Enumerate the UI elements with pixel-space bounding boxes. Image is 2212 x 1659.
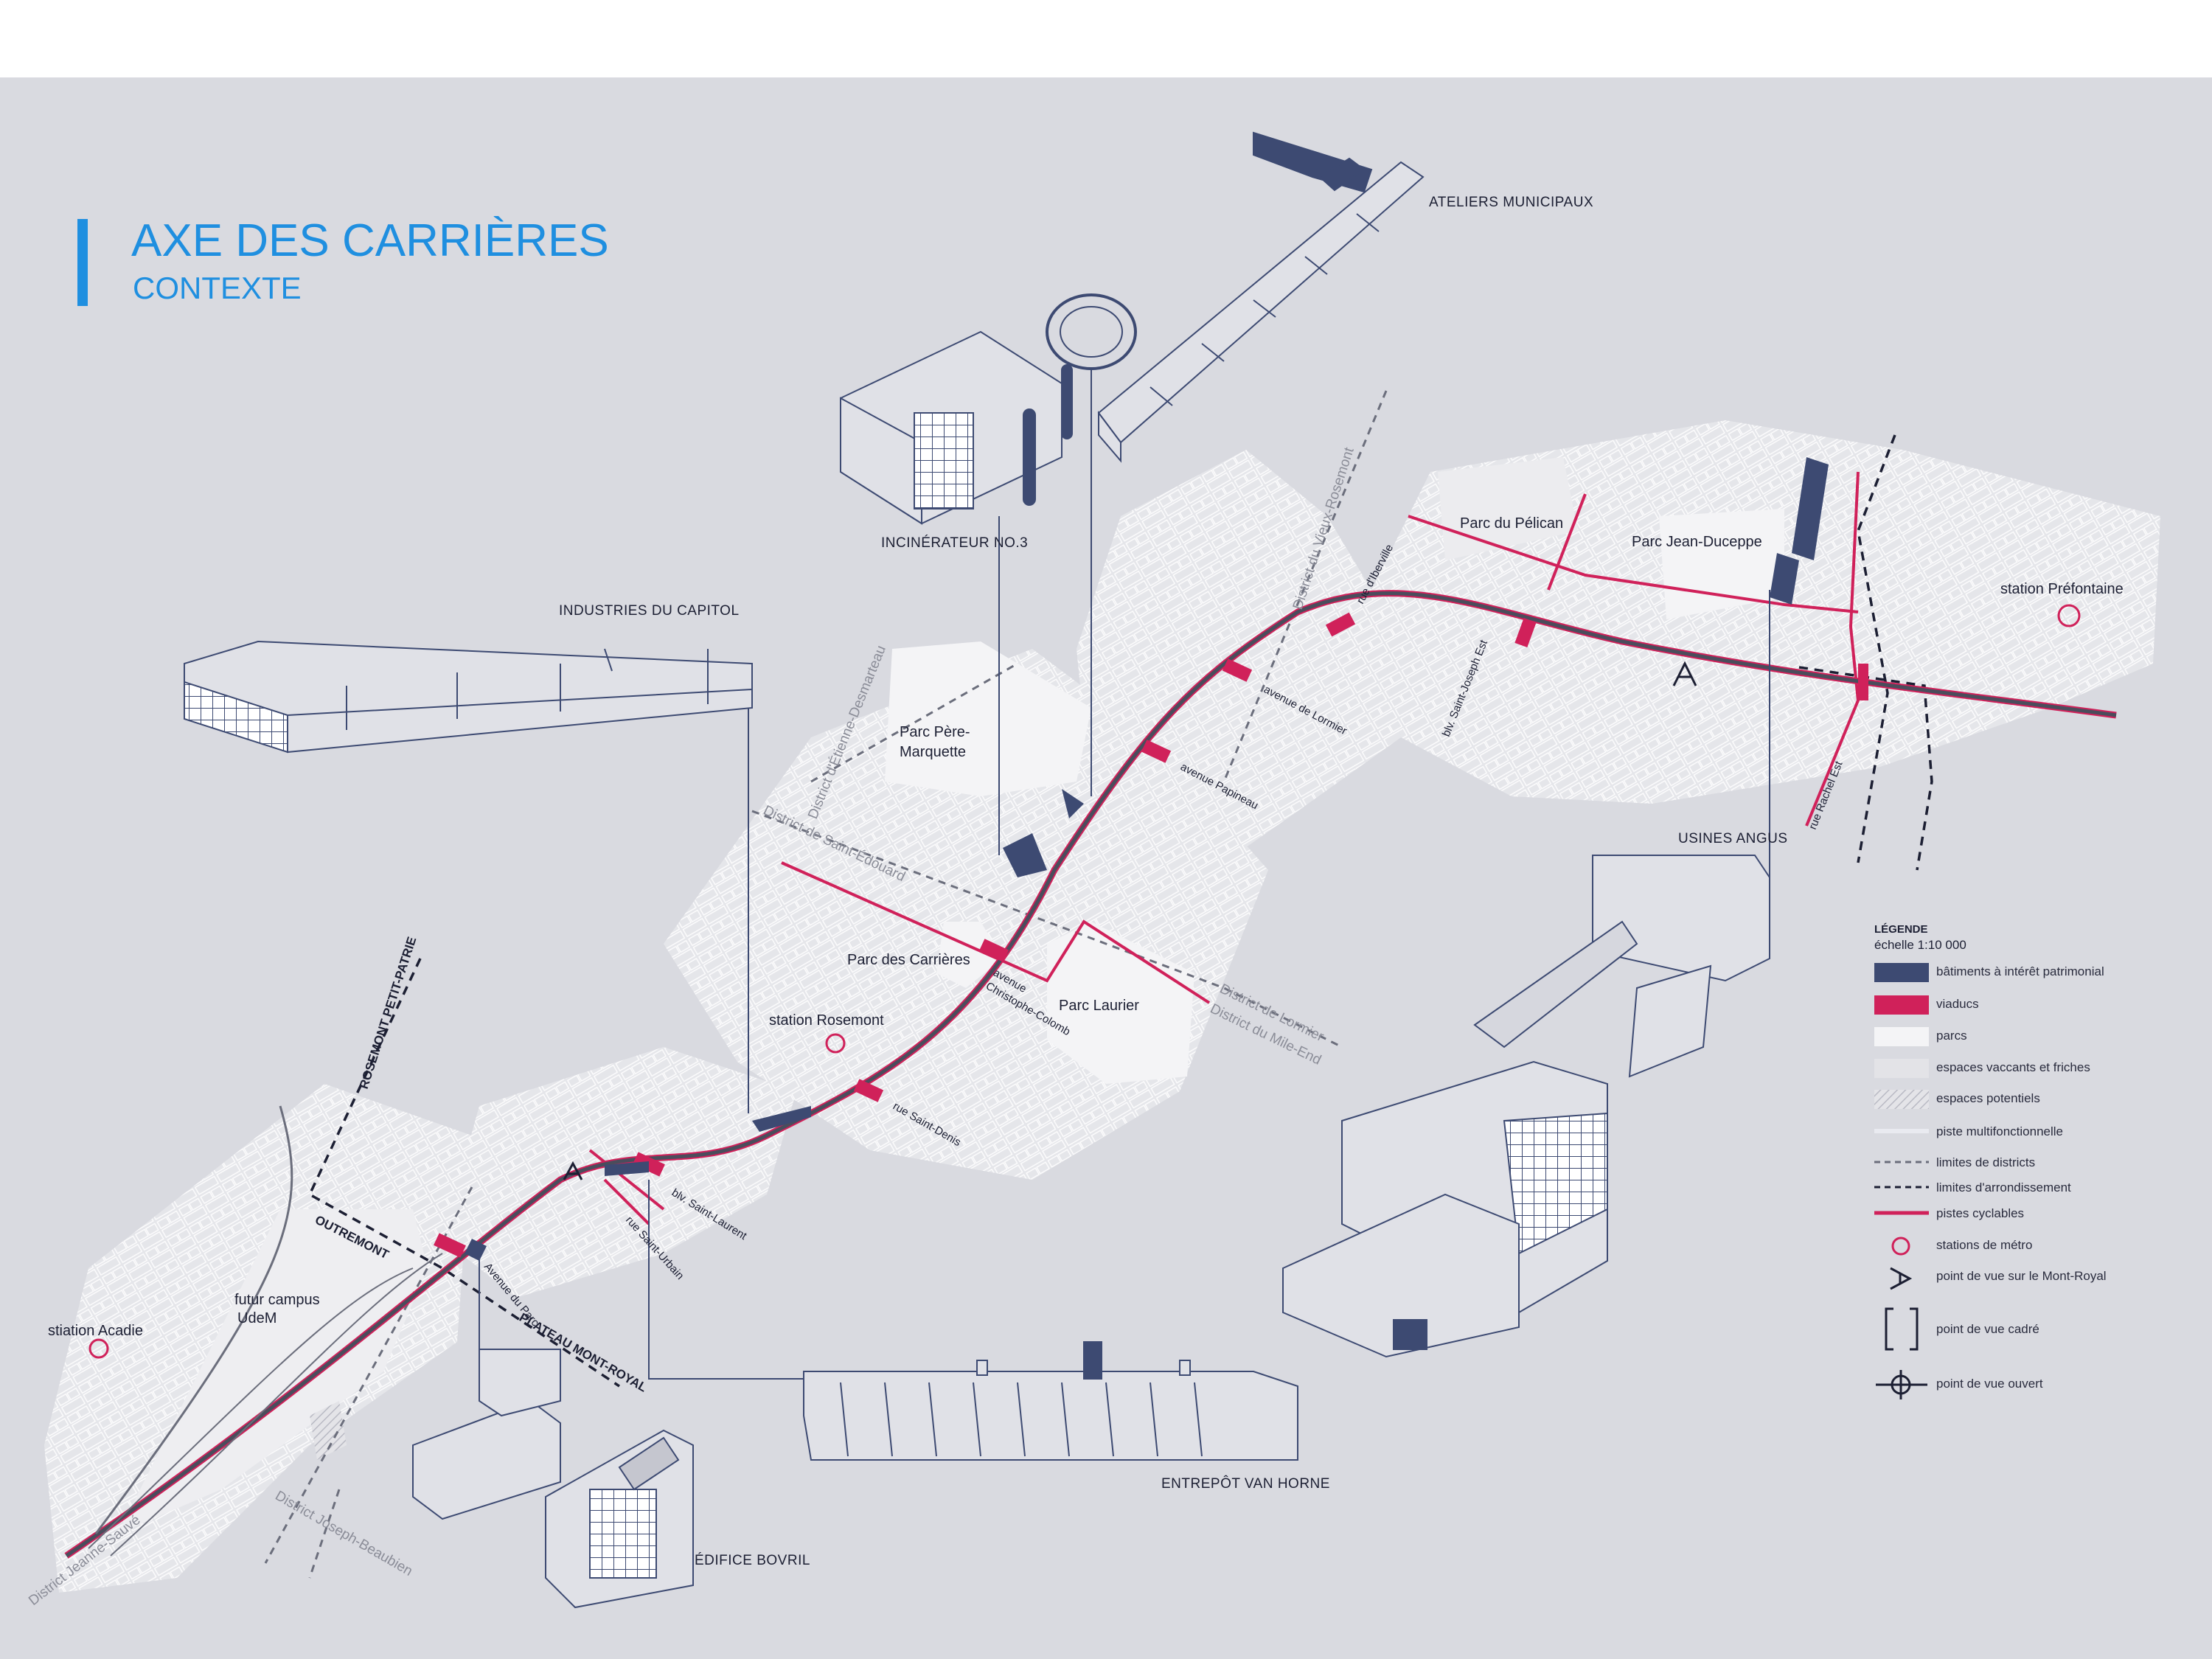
- label-incinerateur: INCINÉRATEUR NO.3: [881, 535, 1028, 551]
- legend-metro-icon: [1891, 1237, 1910, 1256]
- label-borough-rpp: ROSEMONT PETIT-PATRIE: [357, 935, 420, 1091]
- label-parc-carrieres: Parc des Carrières: [847, 952, 970, 968]
- heritage-footprints: [465, 457, 1829, 1261]
- legend-label-metro: stations de métro: [1936, 1238, 2032, 1252]
- legend-swatch-viaducs: [1874, 995, 1929, 1015]
- legend-mont-royal-view-icon: [1890, 1267, 1913, 1290]
- viaduc-iberville: [1325, 612, 1356, 637]
- legend-bracket-view-icon: [1885, 1307, 1919, 1351]
- legend-label-piste: piste multifonctionnelle: [1936, 1124, 2063, 1138]
- legend-title: LÉGENDE: [1874, 923, 1928, 936]
- legend-label-potentiels: espaces potentiels: [1936, 1091, 2040, 1105]
- building-drawings: [184, 131, 1770, 1609]
- label-parc-laurier: Parc Laurier: [1059, 998, 1139, 1014]
- legend-label-heritage: bâtiments à intérêt patrimonial: [1936, 964, 2104, 978]
- leader-lines: [479, 369, 1770, 1386]
- viaducts: [434, 612, 1868, 1258]
- label-campus-2: UdeM: [237, 1310, 276, 1326]
- mont-royal-view-icon: [1672, 661, 1697, 686]
- view-markers: [563, 661, 1697, 1180]
- title-main: AXE DES CARRIÈRES: [131, 215, 609, 266]
- label-station-rosemont: station Rosemont: [769, 1012, 884, 1029]
- metro-stations: [88, 604, 2081, 1359]
- van-horne-drawing: [803, 1341, 1298, 1461]
- metro-acadie-icon: [88, 1338, 109, 1359]
- legend-swatch-potentiels: [1874, 1090, 1929, 1109]
- viaduc-colomb: [978, 939, 1009, 962]
- viaduc-rachel: [1858, 664, 1868, 700]
- bovril-drawing: [412, 1349, 694, 1609]
- label-parc-pere-marquette-2: Marquette: [900, 744, 966, 760]
- label-parc-pere-marquette-1: Parc Père-: [900, 724, 970, 740]
- label-angus: USINES ANGUS: [1678, 831, 1788, 846]
- label-capitol: INDUSTRIES DU CAPITOL: [559, 603, 740, 619]
- legend-label-ouvert: point de vue ouvert: [1936, 1377, 2043, 1391]
- viaduc-st-denis: [853, 1079, 884, 1102]
- mont-royal-view-icon-2: [563, 1161, 583, 1180]
- legend-swatch-heritage: [1874, 963, 1929, 982]
- viaduc-papineau: [1141, 740, 1172, 763]
- ateliers-municipaux-drawing: [1097, 131, 1425, 463]
- metro-prefontaine-icon: [2057, 604, 2081, 627]
- label-parc-pelican: Parc du Pélican: [1460, 515, 1563, 532]
- legend-open-view-icon: [1876, 1370, 1927, 1399]
- parc-laurier: [1047, 922, 1194, 1084]
- espaces-potentiels-zone: [310, 1401, 347, 1460]
- legend-label-mont-royal: point de vue sur le Mont-Royal: [1936, 1269, 2107, 1283]
- label-district-joseph-beaubien: District Joseph-Beaubien: [273, 1488, 415, 1579]
- viaduc-parc: [434, 1233, 466, 1258]
- bike-paths: [588, 471, 1860, 1225]
- legend-swatch-vacants: [1874, 1059, 1929, 1078]
- legend-swatch-parcs: [1874, 1027, 1929, 1046]
- label-parc-duceppe: Parc Jean-Duceppe: [1632, 534, 1762, 550]
- legend-label-cyclables: pistes cyclables: [1936, 1206, 2024, 1220]
- legend-label-cadre: point de vue cadré: [1936, 1322, 2039, 1336]
- parc-pere-marquette: [885, 641, 1091, 796]
- label-station-acadie: stiation Acadie: [48, 1323, 143, 1339]
- viaduc-st-joseph: [1514, 618, 1537, 647]
- legend-label-parcs: parcs: [1936, 1029, 1967, 1043]
- legend-label-arrondissement: limites d'arrondissement: [1936, 1180, 2071, 1194]
- usines-angus-drawing: [1282, 855, 1770, 1358]
- railway-axis: [64, 590, 2117, 1559]
- legend-label-viaducs: viaducs: [1936, 997, 1979, 1011]
- label-campus-1: futur campus: [234, 1292, 320, 1308]
- incinerateur-drawing: [840, 293, 1137, 525]
- label-ateliers: ATELIERS MUNICIPAUX: [1429, 195, 1593, 210]
- label-station-prefontaine: station Préfontaine: [2000, 581, 2124, 597]
- district-limits: [264, 390, 1388, 1579]
- capitol-drawing: [184, 640, 753, 754]
- legend: LÉGENDE échelle 1:10 000 bâtiments à int…: [1874, 923, 2107, 1399]
- legend-scale: échelle 1:10 000: [1874, 938, 1966, 952]
- label-vanhorne: ENTREPÔT VAN HORNE: [1161, 1475, 1330, 1492]
- legend-label-vacants: espaces vaccants et friches: [1936, 1060, 2090, 1074]
- title-accent-bar: [77, 219, 88, 306]
- viaduc-lormier: [1222, 658, 1253, 682]
- metro-rosemont-icon: [825, 1033, 846, 1054]
- legend-label-districts: limites de districts: [1936, 1155, 2035, 1169]
- parc-pelican: [1438, 457, 1578, 560]
- title-sub: CONTEXTE: [133, 271, 302, 305]
- label-bovril: ÉDIFICE BOVRIL: [695, 1553, 810, 1568]
- urban-fabric: [44, 420, 2160, 1593]
